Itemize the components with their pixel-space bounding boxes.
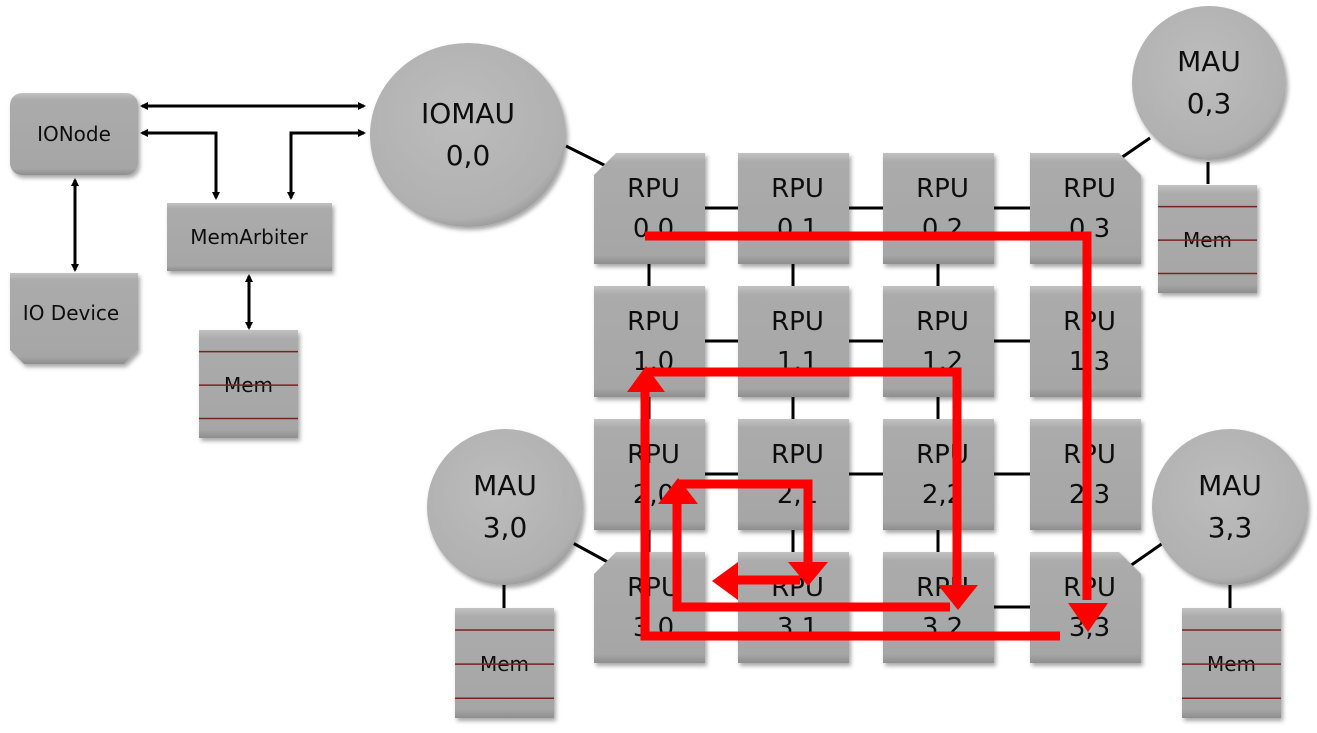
rpu-label: RPU (627, 174, 680, 204)
spiral-arrowhead-icon (788, 562, 828, 586)
circle-coord: 3,3 (1208, 511, 1253, 544)
io-device-label: IO Device (23, 301, 119, 325)
io-device[interactable]: IO Device (10, 273, 138, 364)
link-mau33-rpu33 (1129, 541, 1164, 568)
circle-label: MAU (1198, 469, 1262, 502)
iomau-0-0[interactable]: IOMAU 0,0 (370, 43, 566, 227)
spiral-path-segment (645, 367, 962, 590)
rpu-label: RPU (771, 307, 824, 337)
mem-3-3[interactable]: Mem (1182, 608, 1281, 718)
ionode[interactable]: IONode (10, 93, 138, 175)
mem-arbiter[interactable]: MemArbiter (167, 203, 332, 271)
circle-label: IOMAU (421, 97, 515, 130)
mau-3-0[interactable]: MAU 3,0 (427, 429, 583, 585)
rpu-label: RPU (916, 174, 969, 204)
link-ionode-memarbiter (140, 129, 220, 200)
rpu-label: RPU (771, 174, 824, 204)
spiral-arrowhead-icon (938, 585, 978, 610)
link-mau03-rpu03 (1117, 136, 1151, 162)
rpu-label: RPU (771, 440, 824, 470)
spiral-path-segment (677, 479, 813, 565)
mem-3-0[interactable]: Mem (455, 608, 554, 718)
spiral-path-segment (640, 388, 1060, 641)
mau-3-3[interactable]: MAU 3,3 (1152, 429, 1308, 585)
mem-arbiter-memory[interactable]: Mem (199, 330, 298, 438)
rpu-label: RPU (627, 573, 680, 603)
spiral-path-segment (645, 231, 1092, 600)
circle-label: MAU (473, 469, 537, 502)
circle-coord: 0,3 (1187, 87, 1232, 120)
circle-coord: 3,0 (483, 511, 528, 544)
rpu-label: RPU (627, 440, 680, 470)
ionode-label: IONode (37, 122, 111, 146)
spiral-arrowhead-icon (1068, 603, 1108, 632)
spiral-arrowhead-icon (658, 478, 698, 504)
rpu-label: RPU (1063, 174, 1116, 204)
mau-0-3[interactable]: MAU 0,3 (1132, 6, 1286, 160)
mem-0-3[interactable]: Mem (1158, 185, 1257, 293)
spiral-arrowhead-icon (627, 366, 665, 392)
rpu-label: RPU (916, 307, 969, 337)
mem-arbiter-label: MemArbiter (190, 225, 308, 249)
rpu-label: RPU (627, 307, 680, 337)
spiral-path-segment (672, 500, 950, 612)
link-iomau-memarbiter (287, 129, 366, 200)
circle-label: MAU (1177, 45, 1241, 78)
spiral-arrowhead-icon (712, 562, 738, 600)
circle-coord: 0,0 (446, 139, 491, 172)
link-iomau-rpu00 (565, 144, 611, 170)
